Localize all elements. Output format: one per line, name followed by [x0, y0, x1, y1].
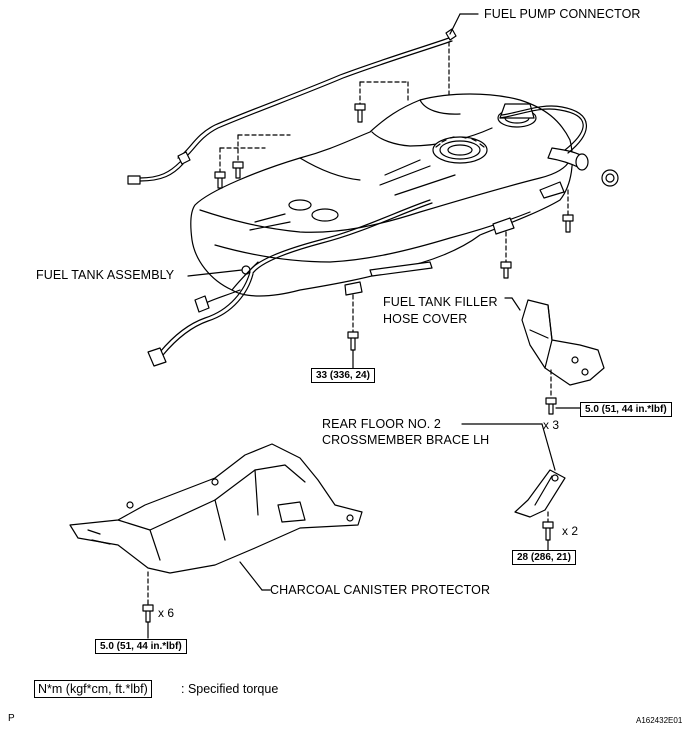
label-brace-line1: REAR FLOOR NO. 2 [322, 417, 441, 431]
torque-box-brace: 28 (286, 21) [512, 550, 576, 565]
legend-torque-meaning: : Specified torque [181, 682, 279, 696]
page-letter: P [8, 713, 15, 724]
filler-hose-cover [521, 299, 605, 415]
qty-protector: x 6 [158, 606, 175, 620]
qty-cover: x 3 [543, 418, 560, 432]
torque-box-protector: 5.0 (51, 44 in.*lbf) [95, 639, 187, 654]
label-fuel-pump-connector: FUEL PUMP CONNECTOR [484, 7, 641, 21]
charcoal-canister-protector [69, 443, 363, 639]
label-filler-hose-cover-line1: FUEL TANK FILLER [383, 295, 498, 309]
label-filler-hose-cover-line2: HOSE COVER [383, 312, 468, 326]
figure-code: A162432E01 [636, 716, 683, 725]
tank-harness [147, 105, 587, 367]
qty-brace: x 2 [562, 524, 579, 538]
torque-box-cover: 5.0 (51, 44 in.*lbf) [580, 402, 672, 417]
label-fuel-tank-assembly: FUEL TANK ASSEMBLY [36, 268, 175, 282]
leader-lines [187, 13, 521, 311]
label-brace-line2: CROSSMEMBER BRACE LH [322, 433, 490, 447]
crossmember-brace [461, 423, 566, 551]
tank-bolts [214, 81, 574, 369]
legend-torque-unit: N*m (kgf*cm, ft.*lbf) [34, 680, 152, 698]
fuel-pump-harness [127, 28, 457, 185]
torque-box-tank: 33 (336, 24) [311, 368, 375, 383]
label-canister-protector: CHARCOAL CANISTER PROTECTOR [270, 583, 491, 597]
